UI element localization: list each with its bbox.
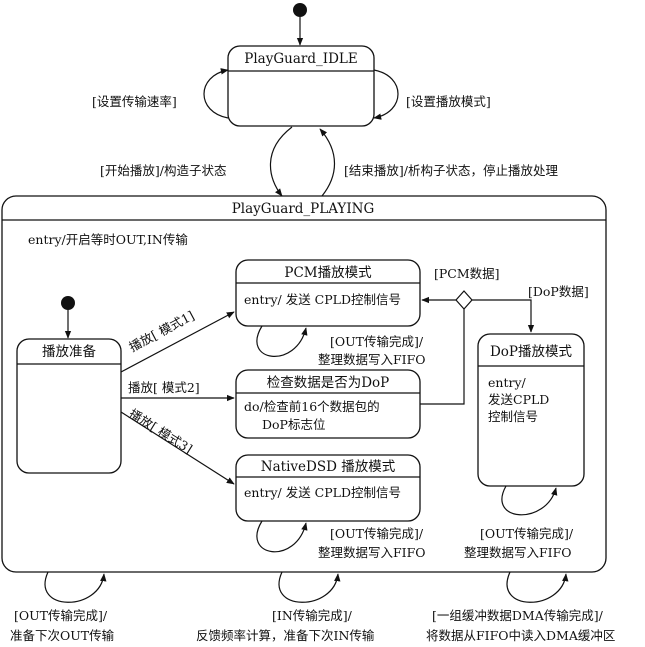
- label-native-self-2: 整理数据写入FIFO: [318, 545, 426, 560]
- state-check-name: 检查数据是否为DoP: [267, 375, 390, 391]
- label-pcm-self-2: 整理数据写入FIFO: [318, 352, 426, 367]
- transition-end-arrow: [319, 128, 335, 197]
- state-dop: DoP播放模式 entry/ 发送CPLD 控制信号: [477, 333, 585, 487]
- state-pcm-name: PCM播放模式: [284, 265, 372, 281]
- label-dop-self-2: 整理数据写入FIFO: [464, 545, 572, 560]
- state-native: NativeDSD 播放模式 entry/ 发送 CPLD控制信号: [235, 454, 421, 522]
- decision-to-dop-arrow: [472, 299, 535, 333]
- check-to-decision-line: [420, 309, 465, 405]
- label-out-done-1: [OUT传输完成]/: [14, 608, 108, 623]
- label-mode2: 播放[ 模式2]: [128, 380, 200, 395]
- state-pcm: PCM播放模式 entry/ 发送 CPLD控制信号: [235, 259, 421, 327]
- state-idle-name: PlayGuard_IDLE: [244, 51, 357, 67]
- transition-mode1-arrow: [120, 311, 235, 373]
- label-dma-done-2: 将数据从FIFO中读入DMA缓冲区: [426, 628, 615, 643]
- pcm-self-loop: [256, 325, 308, 357]
- state-playing-name: PlayGuard_PLAYING: [232, 201, 375, 217]
- playing-self-loop-out: [44, 571, 107, 603]
- transition-mode3-arrow: [120, 411, 235, 485]
- state-dop-name: DoP播放模式: [490, 344, 573, 360]
- label-dma-done-1: [一组缓冲数据DMA传输完成]/: [432, 608, 604, 623]
- state-native-name: NativeDSD 播放模式: [261, 459, 396, 475]
- initial-node-inner: [61, 296, 75, 310]
- label-in-done-2: 反馈频率计算，准备下次IN传输: [196, 628, 375, 643]
- dop-self-loop: [501, 485, 558, 516]
- idle-self-loop-left: [203, 68, 229, 119]
- state-prep-name: 播放准备: [42, 343, 96, 360]
- label-dop-data: [DoP数据]: [528, 284, 589, 299]
- label-start: [开始播放]/构造子状态: [100, 163, 226, 178]
- state-idle: PlayGuard_IDLE: [227, 45, 375, 127]
- idle-self-loop-right: [373, 69, 399, 120]
- state-check-action-line1: do/检查前16个数据包的: [244, 399, 380, 414]
- label-set-mode: [设置播放模式]: [406, 94, 491, 109]
- label-end: [结束播放]/析构子状态，停止播放处理: [344, 163, 558, 178]
- label-set-rate: [设置传输速率]: [92, 94, 177, 109]
- state-prep: 播放准备: [16, 338, 122, 474]
- label-dop-self-1: [OUT传输完成]/: [480, 526, 574, 541]
- decision-node: [455, 290, 473, 310]
- playing-self-loop-in: [278, 571, 341, 603]
- state-check: 检查数据是否为DoP do/检查前16个数据包的 DoP标志位: [235, 369, 421, 439]
- label-out-done-2: 准备下次OUT传输: [10, 628, 115, 643]
- state-pcm-action: entry/ 发送 CPLD控制信号: [244, 292, 401, 307]
- transition-start-arrow: [269, 126, 293, 197]
- label-pcm-data: [PCM数据]: [434, 266, 500, 281]
- state-check-action-line2: DoP标志位: [262, 417, 325, 432]
- state-dop-action-line3: 控制信号: [488, 409, 538, 424]
- native-self-loop: [256, 520, 308, 553]
- state-playing-entry: entry/开启等时OUT,IN传输: [28, 232, 188, 247]
- label-native-self-1: [OUT传输完成]/: [330, 526, 424, 541]
- label-pcm-self-1: [OUT传输完成]/: [330, 334, 424, 349]
- playing-self-loop-dma: [506, 571, 569, 603]
- initial-node-top: [293, 3, 307, 17]
- state-dop-action-line2: 发送CPLD: [488, 392, 549, 407]
- state-dop-action-line1: entry/: [488, 375, 527, 390]
- label-in-done-1: [IN传输完成]/: [272, 608, 353, 623]
- state-native-action: entry/ 发送 CPLD控制信号: [244, 485, 401, 500]
